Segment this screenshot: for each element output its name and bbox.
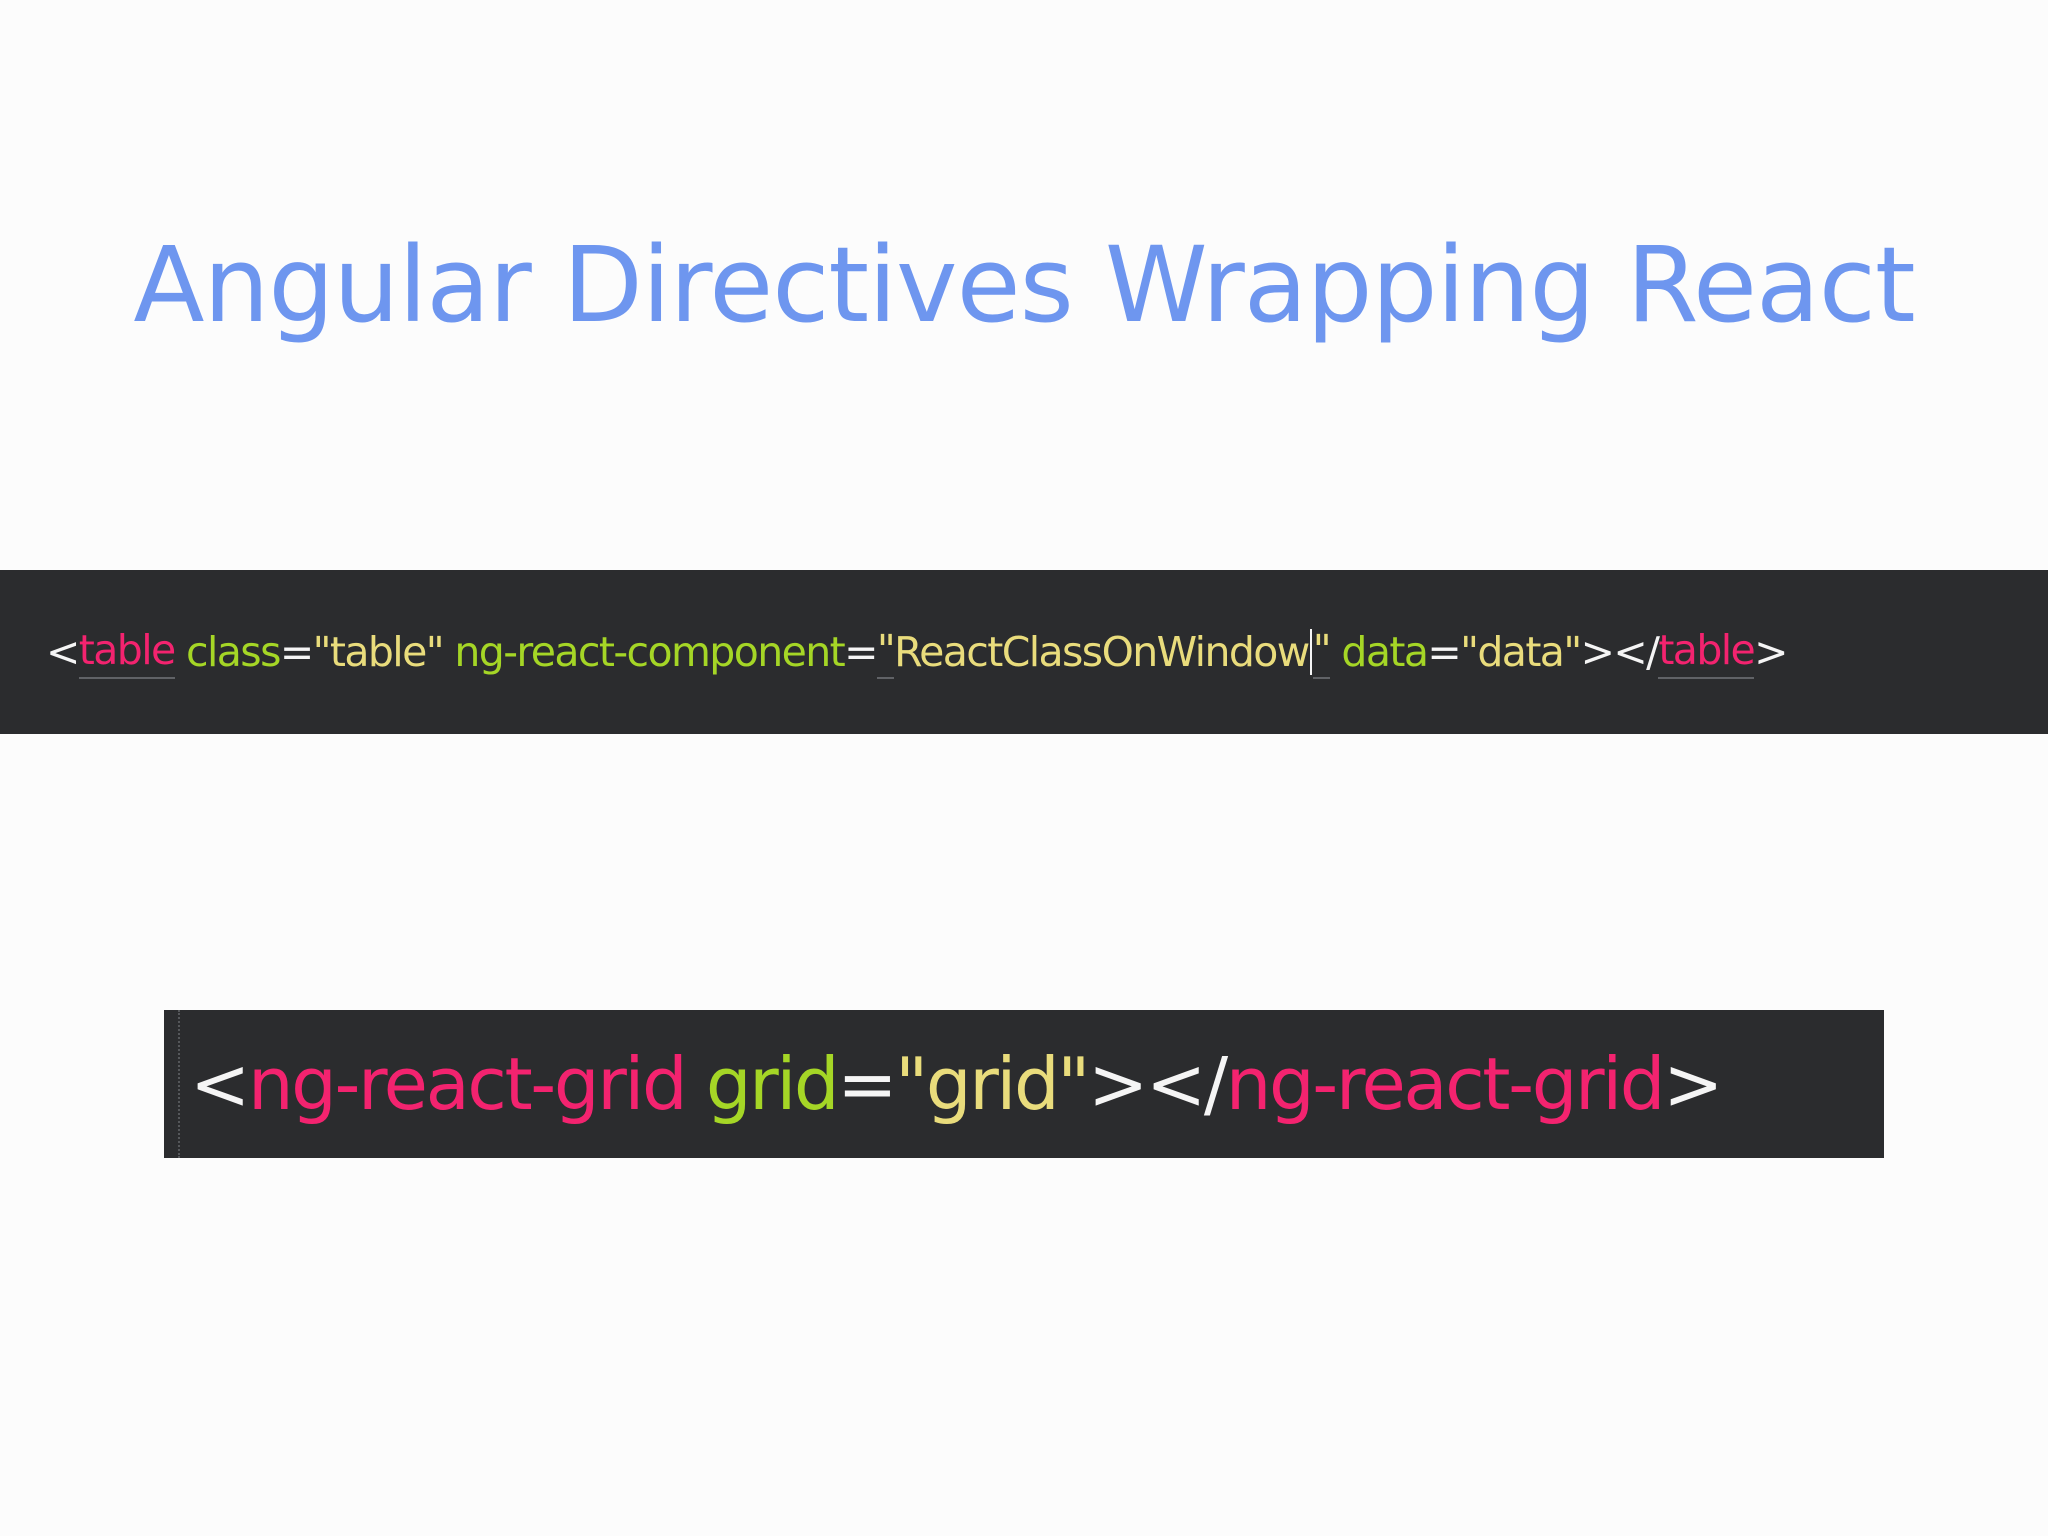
attr-value-react-class: ReactClassOnWindow (894, 628, 1310, 676)
equals-sign: = (279, 628, 314, 676)
closing-tag-name-table: table (1658, 626, 1756, 679)
attr-name-grid: grid (705, 1042, 840, 1126)
closing-tag-name-ng-react-grid: ng-react-grid (1225, 1042, 1666, 1126)
quote-open: " (876, 626, 896, 679)
code-snippet-grid: <ng-react-grid grid="grid"></ng-react-gr… (164, 1010, 1884, 1158)
attr-name-class: class (186, 628, 281, 676)
slide-title: Angular Directives Wrapping React (133, 224, 1915, 346)
tag-name-table: table (78, 626, 176, 679)
close-angle-bracket: > (1663, 1042, 1723, 1126)
tag-name-ng-react-grid: ng-react-grid (247, 1042, 688, 1126)
open-angle-bracket: < (190, 1042, 250, 1126)
attr-name-data: data (1341, 628, 1429, 676)
attr-value-data: "data" (1460, 628, 1582, 676)
open-angle-bracket: < (46, 628, 80, 676)
tag-close-open: ></ (1088, 1042, 1228, 1126)
equals-sign: = (1427, 628, 1461, 676)
code-snippet-table: <table class="table" ng-react-component=… (0, 570, 2048, 734)
attr-value-class: "table" (312, 628, 445, 676)
text-cursor (1309, 629, 1312, 675)
close-angle-bracket: > (1754, 628, 1788, 676)
attr-name-ng-react-component: ng-react-component (454, 628, 845, 676)
quote-close: " (1312, 626, 1332, 679)
attr-value-grid: "grid" (895, 1042, 1090, 1126)
equals-sign: = (837, 1042, 897, 1126)
tag-close-open: ></ (1580, 628, 1660, 676)
equals-sign: = (844, 628, 878, 676)
